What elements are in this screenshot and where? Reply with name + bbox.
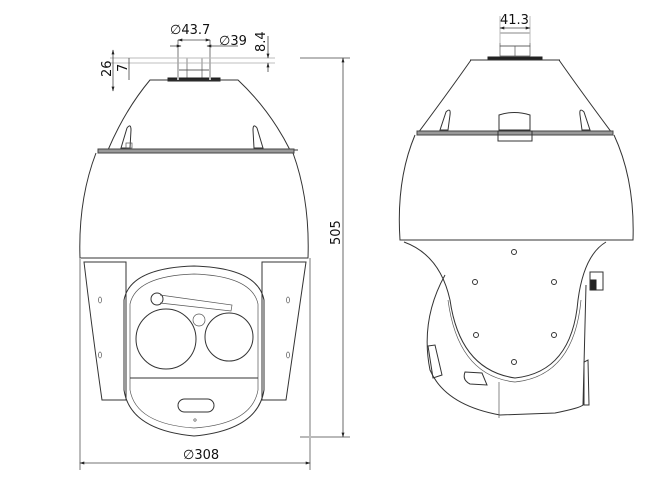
dim-flange-height: 8.4 — [254, 31, 269, 52]
wiper-pivot — [150, 292, 164, 306]
camera-head — [123, 265, 265, 437]
top-mount — [167, 57, 221, 82]
side-view: 41.3 — [398, 13, 634, 418]
light-sensor — [192, 313, 206, 327]
side-tilt-housing — [403, 241, 607, 379]
front-dimensions: ∅43.7 ∅39 8.4 26 7 505 ∅308 — [79, 23, 350, 470]
side-screws — [472, 249, 557, 365]
ir-window — [177, 398, 215, 413]
dim-side-mount-width: 41.3 — [500, 13, 529, 28]
dim-mount-inner: ∅39 — [219, 34, 247, 49]
left-arm — [83, 261, 127, 401]
side-connector-box — [498, 112, 531, 131]
side-main-dome — [398, 134, 634, 241]
vent-right — [252, 125, 264, 149]
side-top-mount — [470, 32, 560, 61]
dim-body-diameter: ∅308 — [183, 448, 219, 463]
dim-mount-outer: ∅43.7 — [170, 23, 210, 38]
thermal-lens — [135, 308, 197, 370]
vent-left — [120, 125, 132, 149]
main-dome — [79, 152, 309, 259]
side-housing-band — [416, 130, 614, 136]
side-upper-dome — [417, 59, 613, 134]
right-arm — [261, 261, 307, 401]
optical-lens — [204, 312, 254, 362]
front-view — [79, 57, 309, 437]
upper-dome — [100, 79, 298, 151]
housing-band — [97, 148, 295, 154]
dim-top-step: 7 — [116, 64, 131, 72]
dim-top-height: 26 — [100, 60, 115, 77]
dim-total-height: 505 — [329, 220, 344, 245]
